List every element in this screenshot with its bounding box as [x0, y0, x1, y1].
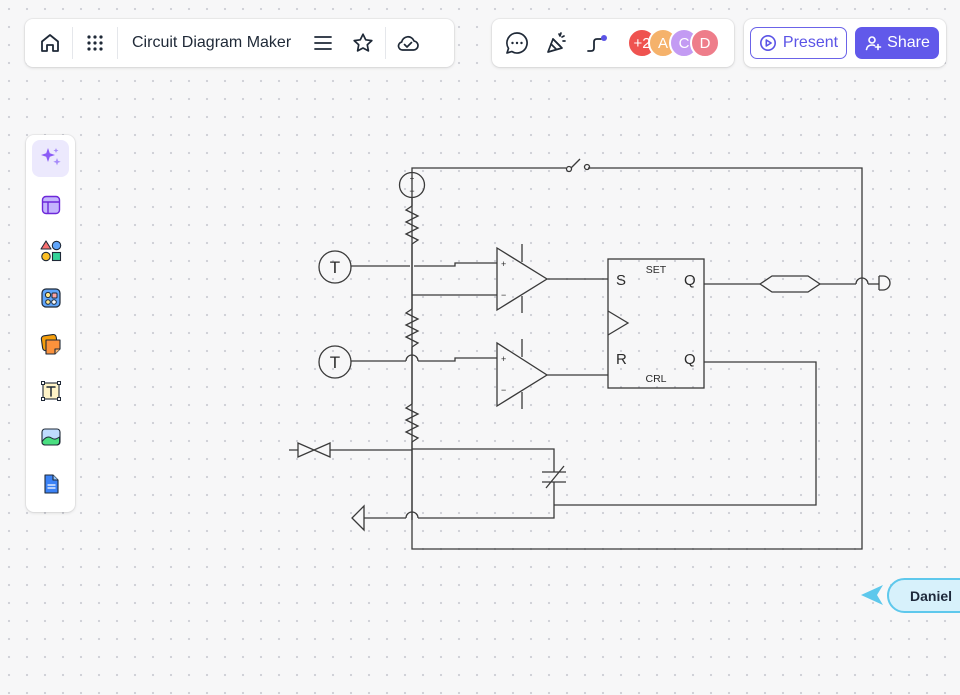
- wire-jump: [405, 354, 419, 362]
- sensor-bottom-label: T: [330, 353, 340, 372]
- share-label: Share: [887, 34, 930, 51]
- sensor-bottom[interactable]: [318, 345, 352, 379]
- ff-set-label: SET: [646, 264, 667, 276]
- apps-grid-icon[interactable]: [75, 23, 115, 63]
- ff-s-label: S: [616, 272, 626, 289]
- collaborator-name-tag: Daniel: [887, 578, 960, 613]
- switch-contact: [583, 163, 591, 171]
- present-button[interactable]: Present: [750, 27, 847, 59]
- amp-top-minus: −: [501, 290, 506, 300]
- menu-icon[interactable]: [303, 23, 343, 63]
- wire: [418, 357, 497, 362]
- avatar-d[interactable]: D: [690, 28, 720, 58]
- share-button[interactable]: Share: [855, 27, 939, 59]
- ff-r-label: R: [616, 351, 627, 368]
- clock-input: [607, 310, 630, 336]
- home-icon[interactable]: [30, 23, 70, 63]
- ff-q-top-label: Q: [684, 272, 696, 289]
- collaborator-cursor-icon: [861, 585, 883, 605]
- document-icon[interactable]: [32, 466, 69, 503]
- play-circle-icon: [759, 35, 776, 51]
- amp-bottom-plus: +: [501, 354, 506, 364]
- op-amp-top[interactable]: [496, 246, 549, 312]
- toolbar-divider: [72, 27, 73, 59]
- document-title[interactable]: Circuit Diagram Maker: [132, 34, 292, 51]
- ff-q-bottom-label: Q: [684, 351, 696, 368]
- shapes-icon[interactable]: [32, 233, 69, 270]
- tools-sidebar: [26, 135, 75, 512]
- image-icon[interactable]: [32, 419, 69, 456]
- main-toolbar: Circuit Diagram Maker: [25, 19, 454, 67]
- star-icon[interactable]: [343, 23, 383, 63]
- template-icon[interactable]: [32, 187, 69, 224]
- text-icon[interactable]: [32, 373, 69, 410]
- wire: [411, 167, 566, 172]
- comment-icon[interactable]: [497, 23, 537, 63]
- collaborator-avatars: +2 A C D: [627, 28, 720, 58]
- celebrate-icon[interactable]: [537, 23, 577, 63]
- sticky-note-icon[interactable]: [32, 326, 69, 363]
- source-minus: −: [409, 186, 414, 196]
- ground-arrow[interactable]: [351, 504, 365, 532]
- connector-icon[interactable]: [577, 23, 617, 63]
- ff-crl-label: CRL: [645, 373, 666, 385]
- source-plus: +: [410, 174, 415, 183]
- buffer-hexagon[interactable]: [758, 275, 822, 293]
- components-icon[interactable]: [32, 280, 69, 317]
- switch-contact: [565, 165, 573, 173]
- sensor-top-label: T: [330, 258, 340, 277]
- sensor-top[interactable]: [318, 250, 352, 284]
- flip-flop[interactable]: [607, 258, 705, 389]
- switch-lever: [570, 158, 581, 169]
- variable-capacitor[interactable]: [542, 465, 566, 489]
- wire: [554, 361, 817, 506]
- toolbar-divider: [385, 27, 387, 59]
- actions-toolbar: Present Share: [744, 19, 946, 67]
- valve[interactable]: [297, 442, 331, 458]
- resistor-1[interactable]: [404, 205, 420, 245]
- resistor-2[interactable]: [404, 308, 420, 348]
- wire: [412, 448, 555, 519]
- toolbar-divider: [117, 27, 118, 59]
- wire-jump: [405, 511, 419, 519]
- ai-magic-icon[interactable]: [32, 140, 69, 177]
- output-terminal[interactable]: [878, 275, 891, 291]
- resistor-3[interactable]: [404, 403, 420, 443]
- cloud-check-icon[interactable]: [388, 23, 428, 63]
- collab-toolbar: +2 A C D: [492, 19, 734, 67]
- amp-top-plus: +: [501, 259, 506, 269]
- add-user-icon: [865, 36, 882, 51]
- wire-jump: [855, 277, 869, 285]
- op-amp-bottom[interactable]: [496, 341, 549, 408]
- amp-bottom-minus: −: [501, 385, 506, 395]
- present-label: Present: [782, 34, 839, 51]
- voltage-source[interactable]: [398, 171, 426, 199]
- wire: [351, 262, 497, 267]
